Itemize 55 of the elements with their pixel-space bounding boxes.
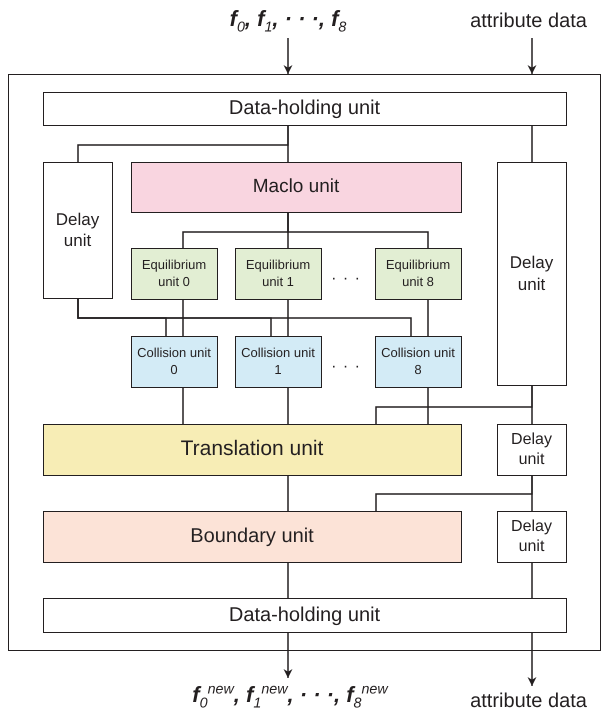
connector-line	[287, 126, 289, 162]
connector-line	[287, 476, 289, 511]
unit-box	[234, 336, 322, 388]
unit-box	[42, 598, 566, 632]
unit-box	[42, 510, 462, 562]
unit-box	[130, 248, 218, 300]
connector-line	[77, 299, 412, 336]
unit-label: attribute data	[470, 8, 587, 34]
unit-label: Boundary unit	[190, 524, 314, 549]
unit-label: Collision unit 0	[136, 345, 212, 378]
unit-label: attribute data	[470, 688, 587, 714]
unit-label: Equilibrium unit 8	[384, 257, 452, 290]
unit-label: Equilibrium unit 1	[244, 257, 312, 290]
unit-box	[234, 248, 322, 300]
connector-line	[287, 563, 289, 598]
unit-label: f$_{0}$, f$_{1}$, · · ·, f$_{8}$	[230, 4, 346, 38]
unit-box	[496, 510, 566, 562]
unit-box	[374, 336, 462, 388]
connector-line	[287, 213, 429, 248]
connector-line	[182, 300, 184, 336]
frame-box	[8, 74, 601, 651]
unit-label: Data-holding unit	[228, 602, 380, 628]
connector-line	[531, 126, 533, 162]
arrow	[284, 633, 292, 678]
arrow	[528, 633, 536, 686]
unit-label: Data-holding unit	[228, 96, 380, 121]
connector-line	[427, 300, 429, 336]
unit-label: Delay unit	[510, 516, 553, 556]
connector-line	[182, 388, 184, 424]
unit-label: Collision unit 8	[380, 345, 456, 378]
unit-box	[496, 162, 566, 386]
unit-box	[130, 162, 462, 212]
ellipsis-text: · · ·	[330, 358, 362, 376]
unit-label: Equilibrium unit 0	[140, 257, 208, 290]
unit-label: Delay unit	[508, 252, 554, 295]
unit-box	[42, 424, 462, 476]
connector-line	[287, 388, 289, 424]
unit-label: Delay unit	[510, 430, 553, 470]
unit-label: Collision unit 1	[240, 345, 316, 378]
unit-box	[130, 336, 218, 388]
unit-label: Delay unit	[54, 208, 100, 252]
unit-label: Maclo unit	[252, 175, 340, 199]
ellipsis-text: · · ·	[330, 270, 362, 288]
unit-box	[374, 248, 462, 300]
arrow	[528, 38, 536, 74]
unit-label: Translation unit	[180, 436, 324, 462]
connector-line	[427, 388, 429, 424]
connector-line	[531, 563, 533, 598]
unit-box	[496, 424, 566, 476]
unit-box	[42, 92, 566, 126]
arrow	[284, 38, 292, 74]
connector-line	[287, 300, 289, 336]
connector-line	[531, 386, 533, 424]
unit-box	[42, 162, 112, 298]
connector-line	[531, 476, 533, 511]
